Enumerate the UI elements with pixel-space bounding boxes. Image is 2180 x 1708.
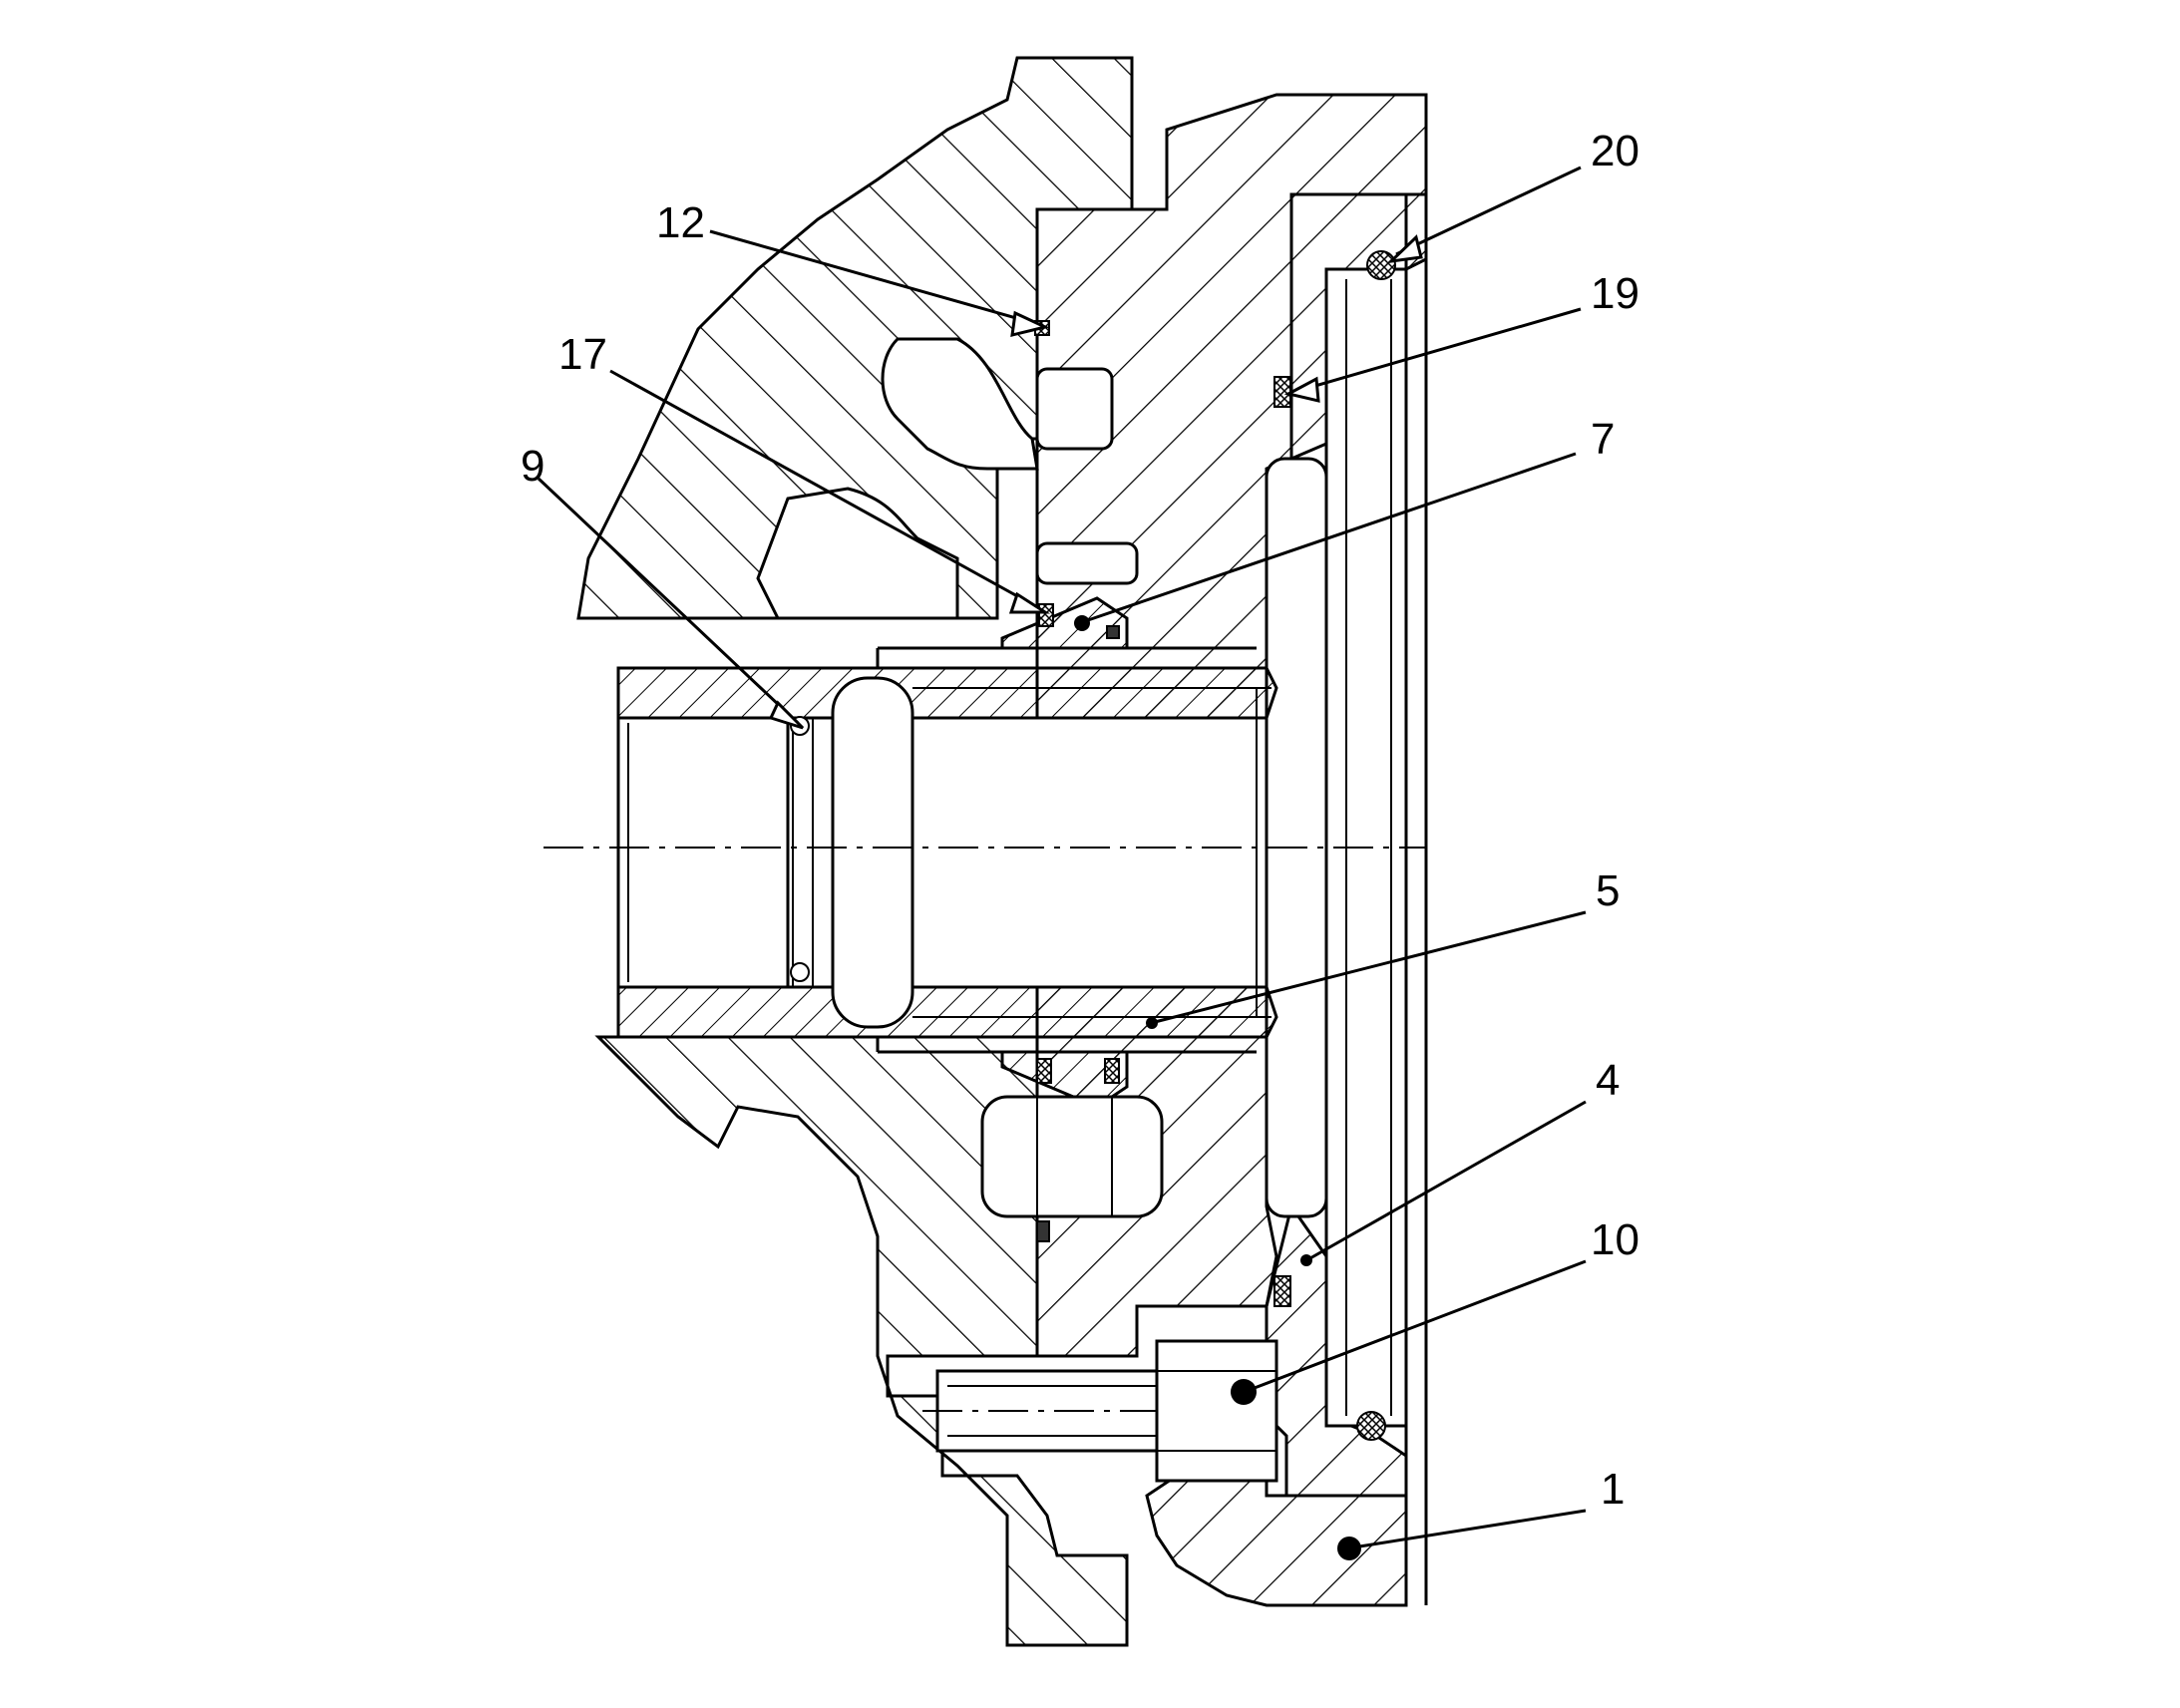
bolt-assembly <box>922 1339 1278 1483</box>
leader-lines <box>537 166 1587 1560</box>
callout-20: 20 <box>1591 127 1639 175</box>
callout-10: 10 <box>1591 1215 1639 1264</box>
callout-1: 1 <box>1601 1465 1625 1514</box>
callout-5: 5 <box>1596 866 1620 915</box>
callout-4: 4 <box>1596 1056 1620 1105</box>
upper-boss <box>1035 367 1114 451</box>
callout-12: 12 <box>656 198 705 247</box>
callout-17: 17 <box>558 330 607 379</box>
callout-7: 7 <box>1591 415 1615 464</box>
seal-collar-lower <box>980 1050 1164 1218</box>
callout-19: 19 <box>1591 269 1639 318</box>
shaft-bushing <box>544 646 1426 1054</box>
callout-labels: 20 12 19 17 7 9 5 4 10 1 <box>521 127 1639 1514</box>
callout-9: 9 <box>521 442 545 491</box>
seal-collar-upper <box>1000 541 1139 650</box>
